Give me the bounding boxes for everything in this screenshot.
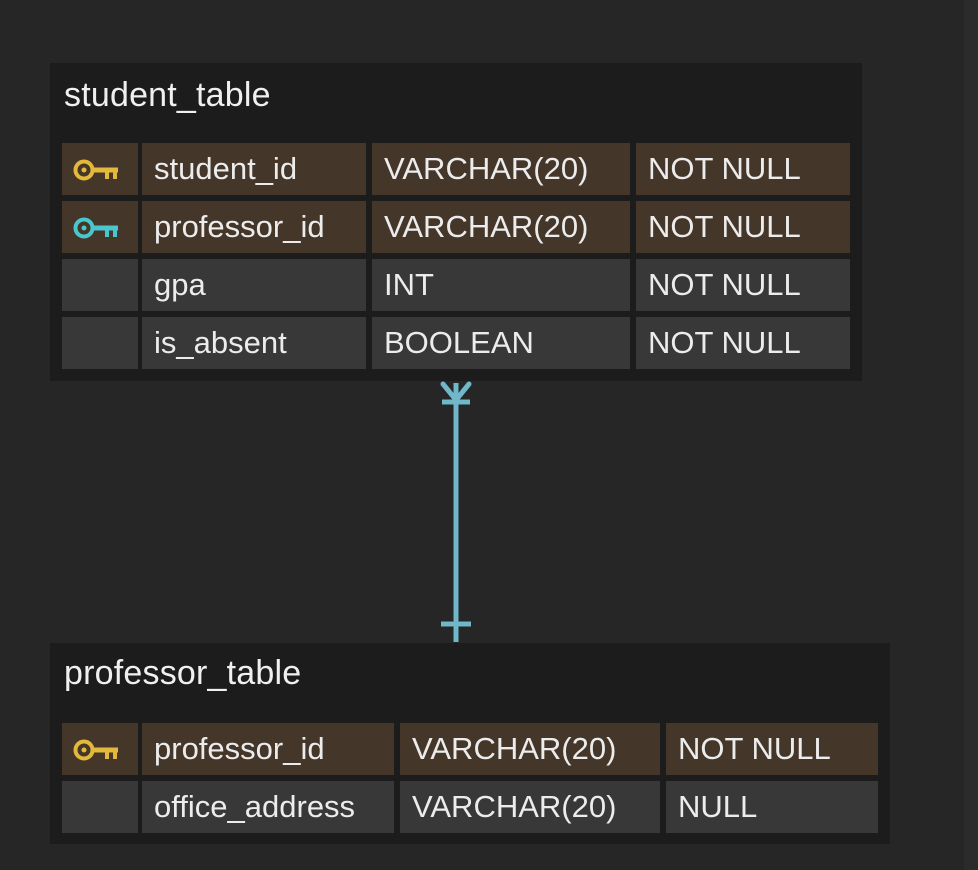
student-table-card[interactable]: student_table student_id VARCHAR(20) NOT… <box>50 63 862 381</box>
column-type-cell[interactable]: VARCHAR(20) <box>372 143 630 195</box>
key-cell <box>62 259 138 311</box>
key-cell <box>62 723 138 775</box>
professor-table-card[interactable]: professor_table professor_id VARCHAR(20)… <box>50 643 890 844</box>
foreign-key-icon <box>73 217 118 239</box>
crows-foot-many-marker <box>440 381 472 405</box>
primary-key-icon <box>73 739 118 761</box>
key-cell <box>62 317 138 369</box>
table-title: student_table <box>64 76 271 114</box>
column-name-cell[interactable]: is_absent <box>142 317 366 369</box>
column-constraint-cell[interactable]: NOT NULL <box>666 723 878 775</box>
column-type-cell[interactable]: VARCHAR(20) <box>400 781 660 833</box>
canvas-edge <box>964 0 978 870</box>
column-type-cell[interactable]: BOOLEAN <box>372 317 630 369</box>
column-type-cell[interactable]: VARCHAR(20) <box>400 723 660 775</box>
column-constraint-cell[interactable]: NOT NULL <box>636 143 850 195</box>
column-constraint-cell[interactable]: NOT NULL <box>636 201 850 253</box>
key-cell <box>62 781 138 833</box>
column-name-cell[interactable]: office_address <box>142 781 394 833</box>
column-constraint-cell[interactable]: NOT NULL <box>636 259 850 311</box>
key-cell <box>62 143 138 195</box>
column-constraint-cell[interactable]: NOT NULL <box>636 317 850 369</box>
column-type-cell[interactable]: INT <box>372 259 630 311</box>
key-cell <box>62 201 138 253</box>
column-name-cell[interactable]: student_id <box>142 143 366 195</box>
column-name-cell[interactable]: gpa <box>142 259 366 311</box>
column-constraint-cell[interactable]: NULL <box>666 781 878 833</box>
column-name-cell[interactable]: professor_id <box>142 201 366 253</box>
table-title: professor_table <box>64 654 302 692</box>
column-name-cell[interactable]: professor_id <box>142 723 394 775</box>
column-type-cell[interactable]: VARCHAR(20) <box>372 201 630 253</box>
primary-key-icon <box>73 159 118 181</box>
